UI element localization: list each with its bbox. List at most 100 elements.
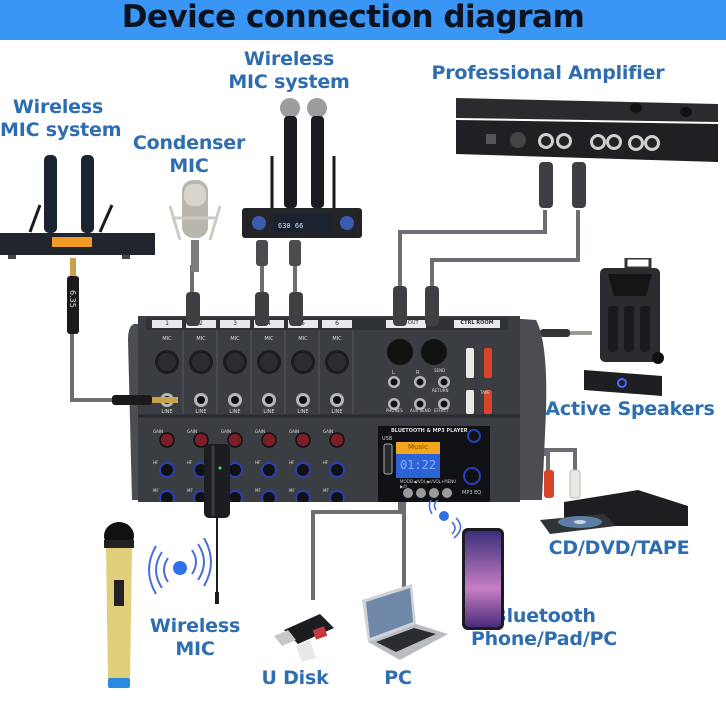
cable-label-6-35: 6.35 bbox=[68, 290, 77, 308]
label-line: Professional Amplifier bbox=[431, 62, 665, 84]
svg-text:630 66: 630 66 bbox=[278, 222, 303, 230]
usb-port bbox=[383, 443, 393, 475]
handheld-wireless-mic-device bbox=[104, 522, 134, 688]
hf-knob bbox=[159, 462, 175, 478]
label-line: MIC bbox=[169, 154, 209, 177]
xlr-socket-inner bbox=[260, 353, 278, 371]
jack-send-hole bbox=[440, 378, 448, 386]
label-wireless-mic-system-left: Wireless MIC system bbox=[0, 96, 122, 142]
phones-label: PHONES bbox=[386, 408, 403, 413]
mic-input-label: MIC bbox=[332, 336, 342, 342]
display-panel bbox=[52, 237, 92, 247]
player-button-label: MODE ▶/II bbox=[400, 479, 413, 489]
lcd-readout: 01:22 bbox=[399, 458, 437, 472]
usb-card-reader-device bbox=[274, 614, 334, 662]
label-line: Phone/Pad/PC bbox=[470, 627, 618, 650]
gain-label: GAIN bbox=[221, 429, 232, 434]
line-input-label: LINE bbox=[161, 409, 173, 415]
label-line: Wireless bbox=[149, 615, 241, 637]
label-active-speakers: Active Speakers bbox=[544, 398, 716, 421]
gain-label: GAIN bbox=[323, 429, 334, 434]
line-input-label: LINE bbox=[195, 409, 207, 415]
main-out-left-xlr bbox=[387, 339, 413, 365]
player-button-label: I◀/VOL- bbox=[412, 479, 428, 484]
mic-input-label: MIC bbox=[162, 336, 172, 342]
channel-number-plate bbox=[152, 320, 182, 328]
label-wireless-mic: Wireless MIC bbox=[148, 615, 242, 661]
bluetooth-wave-icon-phone bbox=[428, 500, 462, 539]
rca-red-plug bbox=[484, 390, 492, 414]
cd-dvd-player-device bbox=[540, 490, 688, 534]
mf-knob bbox=[159, 490, 175, 506]
label-line: MIC system bbox=[228, 70, 350, 93]
mic-input-label: MIC bbox=[298, 336, 308, 342]
channel-number: 5 bbox=[301, 320, 305, 327]
line-input-label: LINE bbox=[263, 409, 275, 415]
hf-knob bbox=[329, 462, 345, 478]
title-bar: Device connection diagram bbox=[0, 0, 726, 40]
main-out-right-xlr bbox=[421, 339, 447, 365]
label-condenser-mic: Condenser MIC bbox=[128, 132, 250, 178]
xlr-socket-inner bbox=[158, 353, 176, 371]
tape-label: TAPE bbox=[480, 390, 490, 395]
xlr-socket-inner bbox=[294, 353, 312, 371]
channel-number-plate bbox=[186, 320, 216, 328]
mf-knob bbox=[329, 490, 345, 506]
condenser-mic-device bbox=[168, 180, 222, 272]
usb-label: USB bbox=[382, 436, 393, 442]
mixer-panel bbox=[128, 316, 547, 506]
mic-input-label: MIC bbox=[230, 336, 240, 342]
gain-label: GAIN bbox=[289, 429, 300, 434]
jack-plug-line-in bbox=[112, 395, 178, 405]
wireless-mic-system-left-device bbox=[0, 155, 155, 259]
handheld-mic-icon bbox=[81, 155, 94, 233]
line-input-label: LINE bbox=[229, 409, 241, 415]
player-button-next bbox=[429, 488, 439, 498]
line-jack-hole bbox=[333, 396, 341, 404]
gain-label: GAIN bbox=[153, 429, 164, 434]
mf-label: MF bbox=[187, 488, 193, 493]
mic-grille-icon bbox=[307, 98, 327, 118]
label-professional-amplifier: Professional Amplifier bbox=[426, 62, 670, 85]
channel-number-plate bbox=[220, 320, 250, 328]
mf-knob bbox=[295, 490, 311, 506]
line-input-label: LINE bbox=[297, 409, 309, 415]
gain-knob bbox=[159, 432, 175, 448]
channel-number: 1 bbox=[165, 320, 169, 327]
handheld-mic-icon bbox=[44, 155, 57, 233]
player-button-label: ▶I/VOL+ bbox=[427, 479, 445, 484]
line-jack-hole bbox=[265, 396, 273, 404]
xlr-plugs-top bbox=[256, 240, 301, 266]
xlr-plugs-channels bbox=[186, 292, 303, 326]
label-line: PC bbox=[384, 667, 412, 689]
label-line: Wireless bbox=[12, 96, 104, 118]
hf-label: HF bbox=[153, 460, 159, 465]
label-u-disk: U Disk bbox=[258, 667, 332, 690]
channel-number: 2 bbox=[199, 320, 203, 327]
line-jack-hole bbox=[197, 396, 205, 404]
xlr-plugs-main-out bbox=[393, 286, 439, 326]
bluetooth-wave-icon-mic bbox=[148, 538, 212, 595]
lcd-screen bbox=[396, 454, 440, 478]
lcd-header bbox=[396, 442, 440, 454]
hf-label: HF bbox=[323, 460, 329, 465]
player-title: BLUETOOTH & MP3 PLAYER bbox=[391, 428, 468, 434]
lcd-label: Music bbox=[408, 443, 428, 451]
label-line: MIC bbox=[175, 637, 215, 660]
active-speaker-tower bbox=[600, 258, 664, 364]
rca-white-plug bbox=[466, 390, 474, 414]
xlr-socket-inner bbox=[328, 353, 346, 371]
mixer-device: BLUETOOTH & MP3 PLAYER USB Music 01:22 M… bbox=[128, 312, 548, 506]
soundbar-speaker bbox=[584, 370, 662, 396]
gain-label: GAIN bbox=[187, 429, 198, 434]
main-out-right-label: R bbox=[416, 370, 420, 376]
label-line: CD/DVD/TAPE bbox=[548, 537, 690, 559]
channel-number: 4 bbox=[267, 320, 271, 327]
label-line: Wireless bbox=[243, 48, 335, 70]
jack-plug-3-5mm bbox=[540, 329, 592, 337]
wireless-receiver-device bbox=[204, 444, 230, 604]
mf-label: MF bbox=[153, 488, 159, 493]
xlr-socket-inner bbox=[192, 353, 210, 371]
hf-knob bbox=[227, 462, 243, 478]
label-pc: PC bbox=[378, 667, 418, 690]
